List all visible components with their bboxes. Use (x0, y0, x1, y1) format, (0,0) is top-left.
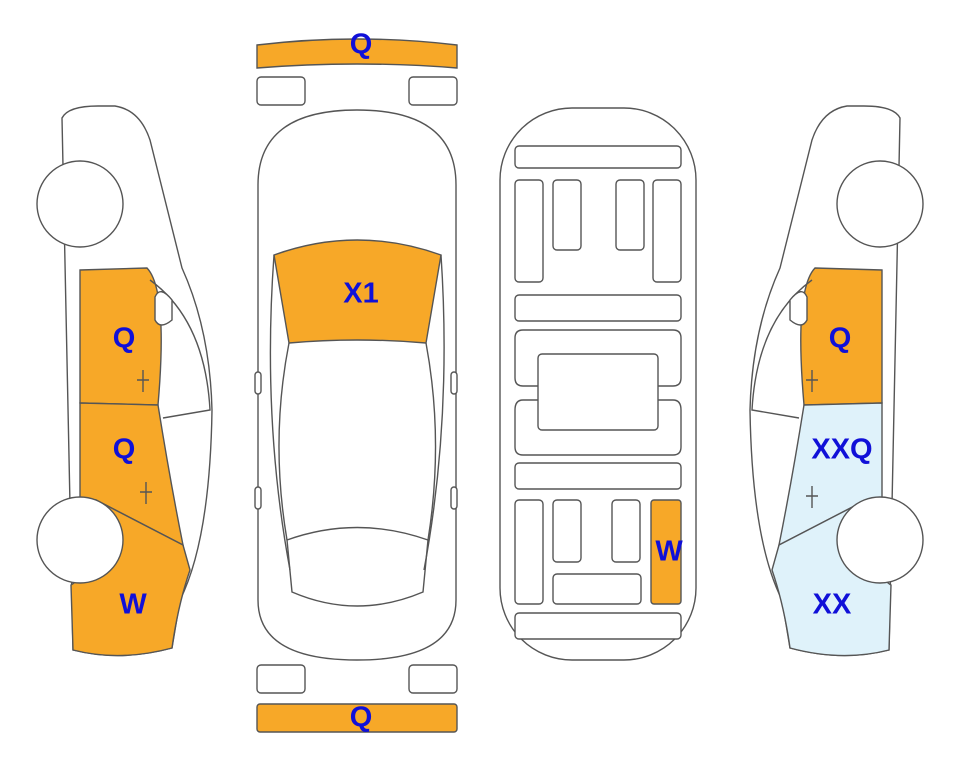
label-right-rear-door: XXQ (811, 434, 872, 466)
front-bumper-group (256, 38, 458, 106)
label-front-bumper: Q (350, 29, 373, 61)
car-top-view (254, 109, 458, 661)
left-front-handle (137, 370, 149, 392)
front-bumper-panel[interactable] (256, 38, 458, 69)
right-rear-wheel (836, 496, 924, 584)
car-top-left-inner-line (278, 342, 290, 541)
car-top-right-side-line (423, 254, 445, 571)
right-front-handle (806, 370, 818, 392)
floor-part (514, 612, 682, 640)
floor-part (514, 294, 682, 322)
left-mirror-line (154, 291, 173, 326)
floor-center-plate (537, 353, 659, 431)
front-bumper-right-part (408, 76, 458, 106)
floor-part (615, 179, 645, 251)
floor-part (514, 145, 682, 169)
right-front-wheel (836, 160, 924, 248)
right-rear-handle (806, 486, 818, 508)
label-floor-rear-panel: W (655, 536, 683, 568)
car-left-side-view (36, 105, 213, 657)
car-top-left-side-line (269, 254, 291, 571)
floor-part (514, 499, 544, 605)
label-left-rear-door: Q (113, 434, 136, 466)
floor-part (611, 499, 641, 563)
label-rear-bumper: Q (350, 702, 373, 734)
rear-bumper-right-part (408, 664, 458, 694)
front-bumper-left-part (256, 76, 306, 106)
floor-part (514, 179, 544, 283)
car-floor-view (499, 107, 697, 661)
label-windshield: X1 (343, 278, 378, 310)
right-mirror-line (789, 291, 808, 326)
left-handle (254, 486, 262, 510)
floor-part (552, 573, 642, 605)
car-top-body (257, 109, 457, 661)
floor-part (552, 499, 582, 563)
right-side-window-line (751, 279, 813, 419)
damage-labels: Q Q X1 Q Q W W Q XXQ XX (113, 29, 873, 734)
car-right-side-view (749, 105, 924, 657)
label-right-rear-quarter: XX (813, 589, 852, 621)
floor-part (652, 179, 682, 283)
left-mirror (254, 371, 262, 395)
floor-part (552, 179, 582, 251)
floor-rear-panel[interactable] (650, 499, 682, 605)
rear-bumper-panel[interactable] (256, 703, 458, 733)
rear-bumper-group (256, 664, 458, 733)
left-rear-wheel (36, 496, 124, 584)
rear-bumper-left-part (256, 664, 306, 694)
left-rear-handle (140, 482, 152, 504)
floor-part (514, 462, 682, 490)
label-left-rear-quarter: W (119, 589, 147, 621)
right-mirror (450, 371, 458, 395)
label-right-front-door: Q (829, 323, 852, 355)
left-side-window-line (149, 279, 211, 419)
car-top-right-inner-line (425, 342, 437, 541)
label-left-front-door: Q (113, 323, 136, 355)
car-top-rear-window (286, 526, 429, 607)
left-front-wheel (36, 160, 124, 248)
right-handle (450, 486, 458, 510)
